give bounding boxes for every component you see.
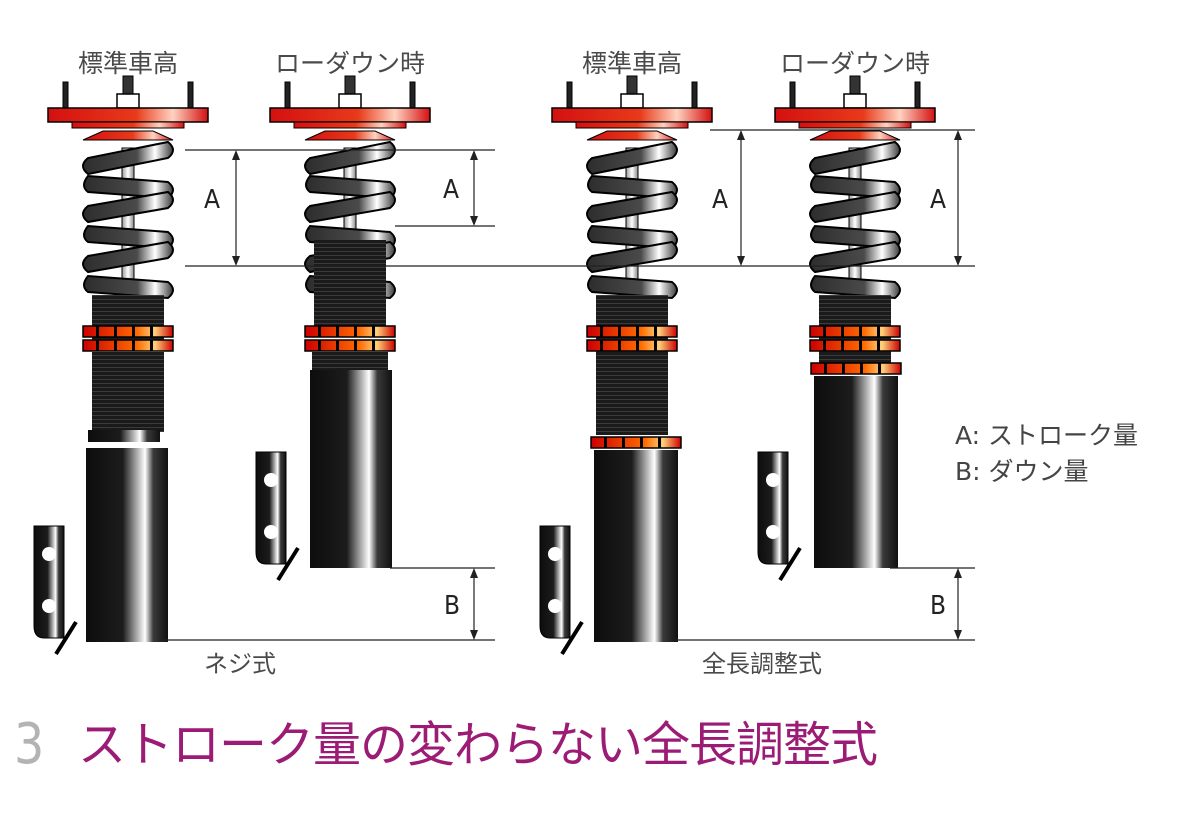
legend-item-b: B: ダウン量 <box>955 457 1089 486</box>
page-title: 3 ストローク量の変わらない全長調整式 <box>14 700 878 790</box>
column-label-fulllength-standard: 標準車高 <box>582 49 682 78</box>
group-label-full-length: 全長調整式 <box>702 650 822 678</box>
shock-screw-standard <box>32 75 209 656</box>
shock-fulllength-lowered <box>756 75 936 582</box>
dimension-a-label: A <box>443 175 459 205</box>
group-label-screw: ネジ式 <box>204 650 276 678</box>
dimension-a-label: A <box>204 185 220 215</box>
column-label-screw-standard: 標準車高 <box>78 49 178 78</box>
dimension-b-label: B <box>444 591 460 621</box>
shock-screw-lowered <box>254 75 431 582</box>
dimension-arrows <box>232 130 962 640</box>
legend: A: ストローク量 B: ダウン量 <box>955 418 1138 490</box>
title-text: ストローク量の変わらない全長調整式 <box>78 717 878 773</box>
shock-fulllength-standard <box>538 75 713 656</box>
column-label-fulllength-lowered: ローダウン時 <box>780 49 930 78</box>
dimension-lines <box>165 129 975 641</box>
dimension-a-label: A <box>712 185 728 215</box>
legend-item-a: A: ストローク量 <box>955 421 1139 450</box>
title-number: 3 <box>14 712 45 777</box>
dimension-a-label: A <box>930 185 946 215</box>
dimension-b-label: B <box>930 591 946 621</box>
column-label-screw-lowered: ローダウン時 <box>275 49 425 78</box>
